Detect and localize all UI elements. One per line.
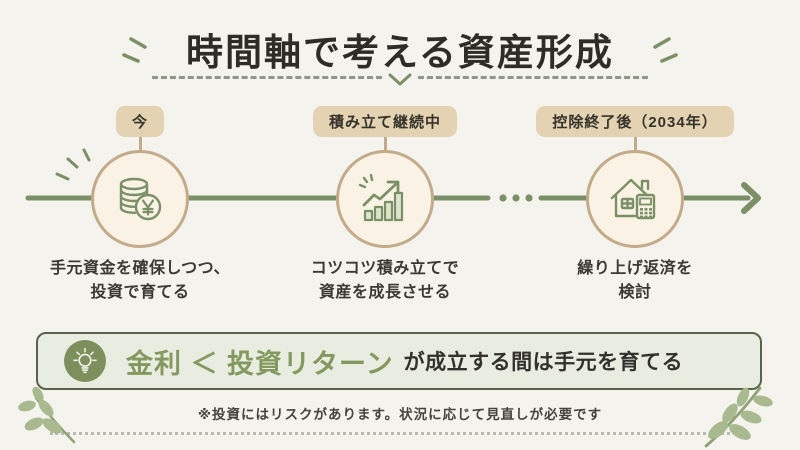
step-description-line: 検討 [618, 284, 652, 301]
step-description: コツコツ積み立てで 資産を成長させる [311, 257, 460, 305]
key-message-banner: 金利 ＜ 投資リターン が成立する間は手元を育てる [36, 332, 762, 390]
step-label-pill: 積み立て継続中 [312, 106, 457, 137]
timeline-arrowhead-icon [741, 182, 761, 214]
pill-stem [383, 137, 387, 150]
timeline-step-now: 今 手元資金を確保しつつ、 投資で育てる [20, 106, 260, 305]
step-label-pill: 控除終了後（2034年） [536, 106, 734, 137]
yen-coins-icon [119, 177, 162, 221]
footer-dotted-divider [50, 432, 736, 435]
title-underline [152, 76, 382, 79]
title-accent-left-icon [122, 37, 147, 63]
step-circle [336, 150, 434, 248]
growth-chart-icon [358, 173, 404, 222]
step-circle [91, 150, 189, 248]
lightbulb-icon [73, 347, 97, 374]
calculator-buttons [640, 208, 652, 218]
step-label-pill: 今 [115, 106, 164, 137]
pill-stem [633, 137, 637, 150]
pill-stem [138, 137, 142, 150]
step-circle [586, 150, 684, 248]
banner-highlight-text: 金利 ＜ 投資リターン [126, 348, 394, 379]
timeline-ellipsis-dots [499, 194, 533, 202]
page-title: 時間軸で考える資産形成 [186, 32, 614, 73]
banner-text: が成立する間は手元を育てる [403, 351, 684, 374]
leaf-sprig-left-icon [18, 386, 76, 444]
title-accent-right-icon [653, 37, 678, 63]
step-description-line: 繰り上げ返済を [577, 260, 693, 277]
sparkle-icon [55, 148, 91, 181]
timeline-step-accumulating: 積み立て継続中 コツコツ積み立てで 資産を成長させる [265, 106, 505, 305]
step-description-line: 投資で育てる [90, 284, 190, 301]
step-description-line: 資産を成長させる [318, 284, 451, 301]
step-description-line: コツコツ積み立てで [310, 260, 460, 277]
house-calculator-icon [610, 178, 656, 220]
lightbulb-badge [64, 340, 106, 382]
step-description: 繰り上げ返済を 検討 [577, 257, 693, 305]
title-underline [418, 76, 648, 79]
timeline-step-after-deduction: 控除終了後（2034年） 繰り上げ返済を 検討 [515, 106, 755, 305]
leaf-sprig-right-icon [704, 386, 773, 448]
step-description-line: 手元資金を確保しつつ、 [50, 260, 230, 277]
disclaimer-note: ※投資にはリスクがあります。状況に応じて見直しが必要です [197, 407, 603, 422]
step-description: 手元資金を確保しつつ、 投資で育てる [50, 257, 230, 305]
chevron-down-icon [388, 73, 412, 86]
